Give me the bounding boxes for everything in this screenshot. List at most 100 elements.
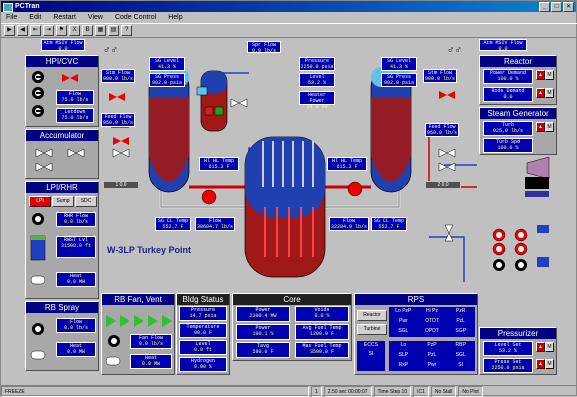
first-button[interactable]: ⇤ bbox=[30, 25, 41, 36]
status-time: 2.50 sec 00:00:07 bbox=[323, 386, 372, 397]
rb-fan-vent-title: RB Fan, Vent bbox=[102, 294, 174, 305]
flag-button[interactable]: ⚑ bbox=[56, 25, 67, 36]
level-auto-button[interactable]: M bbox=[545, 342, 554, 352]
status-tick: 1 bbox=[311, 386, 322, 397]
status-time-step: Time Step 10 bbox=[373, 386, 412, 397]
core-title: Core bbox=[233, 294, 351, 305]
lpi-button[interactable]: LPI bbox=[29, 196, 51, 207]
menu-file[interactable]: File bbox=[6, 14, 18, 21]
status-bar: FREEZE 1 2.50 sec 00:00:07 Time Step 10 … bbox=[1, 385, 576, 397]
accumulator-panel: Accumulator bbox=[25, 129, 99, 179]
rods-up-button[interactable]: ▲ bbox=[536, 88, 545, 98]
reactor-title: Reactor bbox=[480, 56, 556, 67]
help-button[interactable]: ? bbox=[121, 25, 132, 36]
window-title: PCTran bbox=[15, 3, 40, 10]
status-ic: IC1 bbox=[413, 386, 429, 397]
level-up-button[interactable]: ▲ bbox=[536, 342, 545, 352]
menu-restart[interactable]: Restart bbox=[53, 14, 76, 21]
press-up-button[interactable]: ▲ bbox=[536, 359, 545, 369]
rb-fan-graphic bbox=[105, 315, 172, 366]
sdc-button[interactable]: SDC bbox=[75, 196, 97, 207]
grid-button[interactable]: ▦ bbox=[95, 25, 106, 36]
plant-name-label: W-3LP Turkey Point bbox=[107, 245, 191, 255]
turb-up-button[interactable]: ▲ bbox=[536, 122, 545, 132]
stop-button[interactable]: X bbox=[69, 25, 80, 36]
minimize-button[interactable]: _ bbox=[539, 2, 550, 12]
hpi-cvc-title: HPI/CVC bbox=[26, 56, 98, 67]
menu-edit[interactable]: Edit bbox=[29, 14, 42, 21]
turb-auto-button[interactable]: M bbox=[545, 122, 554, 132]
menu-view[interactable]: View bbox=[87, 14, 103, 21]
accumulator-title: Accumulator bbox=[26, 130, 98, 141]
title-bar: PCTran _ □ × bbox=[1, 1, 576, 12]
status-plot: No Plot bbox=[458, 386, 483, 397]
bldg-status-title: Bldg Status bbox=[177, 294, 229, 305]
sump-button[interactable]: Sump bbox=[52, 196, 74, 207]
bold-button[interactable]: B bbox=[82, 25, 93, 36]
turbine-trip-button[interactable]: Turbine bbox=[357, 324, 387, 335]
last-button[interactable]: ⇥ bbox=[43, 25, 54, 36]
plant-diagram: ♂♂♂♂♂♂ bbox=[103, 43, 477, 282]
power-auto-button[interactable]: M bbox=[545, 70, 554, 80]
maximize-button[interactable]: □ bbox=[551, 2, 562, 12]
app-icon bbox=[3, 3, 13, 12]
rps-title: RPS bbox=[355, 294, 477, 305]
svg-text:♂♂: ♂♂ bbox=[447, 45, 462, 56]
menu-code-control[interactable]: Code Control bbox=[114, 14, 157, 21]
right-rcp-icon bbox=[347, 181, 363, 197]
left-tube-box: 1 0.0 bbox=[103, 181, 139, 189]
list-button[interactable]: ▤ bbox=[108, 25, 119, 36]
press-auto-button[interactable]: M bbox=[545, 359, 554, 369]
hpi-cvc-graphic bbox=[32, 71, 78, 117]
power-up-button[interactable]: ▲ bbox=[536, 70, 545, 80]
back-button[interactable]: ◀ bbox=[17, 25, 28, 36]
status-mode: FREEZE bbox=[1, 386, 309, 397]
run-button[interactable]: ▶ bbox=[4, 25, 15, 36]
reactor-trip-button[interactable]: Reactor bbox=[357, 310, 387, 321]
feedwater-train-graphic bbox=[492, 157, 550, 271]
menu-help[interactable]: Help bbox=[168, 14, 183, 21]
rods-auto-button[interactable]: M bbox=[545, 88, 554, 98]
accumulator-valves bbox=[35, 148, 85, 172]
condenser-icon bbox=[525, 177, 549, 189]
close-button[interactable]: × bbox=[563, 2, 574, 12]
pressurizer-title: Pressurizer bbox=[480, 328, 556, 339]
